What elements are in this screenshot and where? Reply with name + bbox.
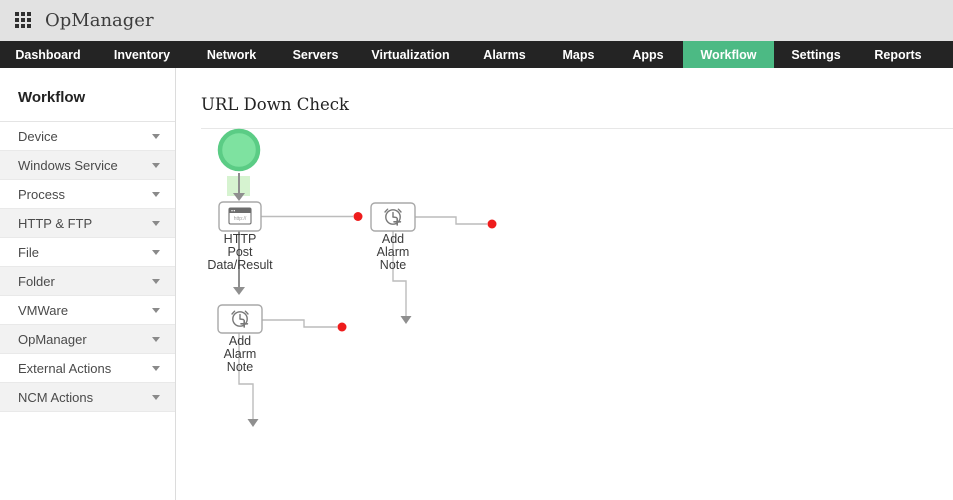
sidebar-item-opmanager[interactable]: OpManager [0,325,175,354]
node-add-alarm-note-right[interactable] [370,202,416,232]
node-http-post-data-result[interactable]: http:// [218,201,262,232]
node-add-alarm-note-bottom-label: Add Alarm Note [224,334,257,374]
tab-servers[interactable]: Servers [292,47,339,62]
svg-text:Add: Add [382,232,404,246]
svg-text:Add: Add [229,334,251,348]
svg-text:Alarm: Alarm [224,347,257,361]
sidebar-item-ncm-actions[interactable]: NCM Actions [0,383,175,412]
page-title: URL Down Check [201,95,349,114]
svg-text:Post: Post [227,245,253,259]
node-add-alarm-note-right-label: Add Alarm Note [377,232,410,272]
chevron-down-icon [152,394,160,400]
workflow-canvas: URL Down Check [176,68,953,500]
sidebar-item-label: NCM Actions [18,389,94,405]
sidebar-item-windows-service[interactable]: Windows Service [0,151,175,180]
chevron-down-icon [152,249,160,255]
sidebar-item-label: Process [18,186,65,202]
chevron-down-icon [152,365,160,371]
endpoint-dot[interactable] [337,322,347,332]
chevron-down-icon [152,133,160,139]
tab-network[interactable]: Network [206,47,257,62]
tab-inventory[interactable]: Inventory [113,47,171,62]
sidebar-item-http-ftp[interactable]: HTTP & FTP [0,209,175,238]
title-divider [201,128,953,129]
sidebar-item-label: File [18,244,39,260]
chevron-down-icon [152,162,160,168]
sidebar-category-list: Device Windows Service Process HTTP & FT… [0,121,175,412]
node-http-post-label: HTTP Post Data/Result [207,232,273,272]
connector-alarm2-to-endpoint [262,319,337,328]
sidebar-item-folder[interactable]: Folder [0,267,175,296]
workflow-diagram: http:// HTTP Post Data/Result Add Alarm … [207,128,497,427]
start-connector-arrow [227,173,250,201]
sidebar-item-device[interactable]: Device [0,122,175,151]
sidebar-item-label: Device [18,128,58,144]
svg-text:HTTP: HTTP [224,232,257,246]
content-area: Workflow Device Windows Service Process … [0,68,953,500]
connector-alarm1-down-arrow [392,231,412,324]
node-add-alarm-note-bottom[interactable] [217,304,263,334]
chevron-down-icon [152,336,160,342]
connector-http-down-arrow [233,231,245,295]
chevron-down-icon [152,278,160,284]
sidebar-item-file[interactable]: File [0,238,175,267]
sidebar-item-label: Windows Service [18,157,118,173]
app-launcher-grid-icon[interactable] [15,12,32,29]
tab-alarms[interactable]: Alarms [483,47,526,62]
top-bar: OpManager [0,0,953,41]
sidebar-item-label: External Actions [18,360,112,376]
connector-alarm1-to-endpoint [415,216,487,225]
chevron-down-icon [152,220,160,226]
main-nav: Dashboard Inventory Network Servers Virt… [0,41,953,68]
sidebar-item-label: Folder [18,273,55,289]
svg-text:Data/Result: Data/Result [207,258,273,272]
tab-dashboard[interactable]: Dashboard [15,47,81,62]
sidebar-item-process[interactable]: Process [0,180,175,209]
chevron-down-icon [152,307,160,313]
chevron-down-icon [152,191,160,197]
tab-apps[interactable]: Apps [632,47,664,62]
tab-settings[interactable]: Settings [791,47,841,62]
sidebar-item-vmware[interactable]: VMWare [0,296,175,325]
svg-text:Alarm: Alarm [377,245,410,259]
sidebar-item-label: OpManager [18,331,87,347]
connector-alarm2-down-arrow [238,333,259,427]
svg-text:Note: Note [227,360,253,374]
start-node[interactable] [217,128,261,172]
endpoint-dot[interactable] [353,212,363,221]
workflow-sidebar: Workflow Device Windows Service Process … [0,68,176,500]
svg-text:Note: Note [380,258,406,272]
endpoint-dot[interactable] [487,219,497,229]
tab-reports[interactable]: Reports [874,47,922,62]
tab-workflow[interactable]: Workflow [683,41,774,68]
browser-http-icon: http:// [228,207,252,225]
sidebar-title: Workflow [18,89,86,106]
app-title: OpManager [45,10,154,31]
sidebar-item-label: VMWare [18,302,69,318]
sidebar-item-external-actions[interactable]: External Actions [0,354,175,383]
tab-maps[interactable]: Maps [562,47,595,62]
svg-text:http://: http:// [234,216,247,222]
tab-virtualization[interactable]: Virtualization [371,47,450,62]
sidebar-item-label: HTTP & FTP [18,215,93,231]
